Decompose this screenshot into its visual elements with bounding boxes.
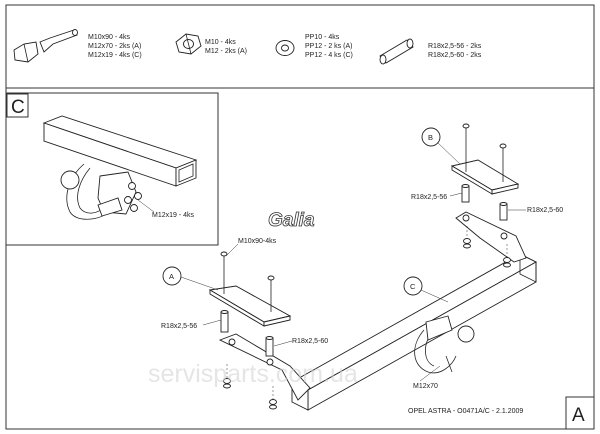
label-spacer-60-left: R18x2,5-60 [292,338,328,345]
part-line: PP12 - 2 ks (A) [305,43,352,50]
callout-a: A [162,266,219,291]
part-line: R18x2,5-60 - 2ks [428,52,482,59]
bolt-icon [13,29,78,63]
part-line: M12x19 - 4ks (C) [88,52,142,59]
part-line: M10 - 4ks [205,39,236,46]
sheet-letter: A [572,405,585,426]
footer-title: OPEL ASTRA - O0471A/C - 2.1.2009 [408,408,523,415]
part-line: PP10 - 4ks [305,34,340,41]
callout-a-letter: A [169,272,174,281]
callout-b-letter: B [428,133,433,142]
mounting-plate-b [450,123,520,268]
nut-icon [175,33,202,55]
label-spacer-60-right: R18x2,5-60 [527,207,563,214]
label-bolt-m10: M10x90-4ks [238,238,277,245]
part-line: M12 - 2ks (A) [205,48,247,55]
part-line: M10x90 - 4ks [88,34,131,41]
tow-bar-assembly [218,211,537,411]
part-line: M12x70 - 2ks (A) [88,43,141,50]
detail-c-box: C M12x19 - 4ks [5,92,219,246]
label-spacer-56-left: R18x2,5-56 [161,323,197,330]
galia-logo: Galia [268,210,315,231]
watermark: servisparts.com.ua [148,360,358,388]
callout-c: C [403,276,449,303]
part-line: R18x2,5-56 - 2ks [428,43,482,50]
label-m12x70: M12x70 [413,383,438,390]
callout-b: B [421,127,461,165]
part-line: PP12 - 4 ks (C) [305,52,353,59]
detail-letter: C [11,97,25,118]
detail-callout: M12x19 - 4ks [152,212,195,219]
washer-icon [275,40,295,56]
label-spacer-56-right: R18x2,5-56 [411,194,447,201]
mounting-plate-a [208,251,292,410]
callout-c-letter: C [410,282,416,291]
sheet-box [565,396,595,430]
spacer-tube-icon [379,38,414,65]
